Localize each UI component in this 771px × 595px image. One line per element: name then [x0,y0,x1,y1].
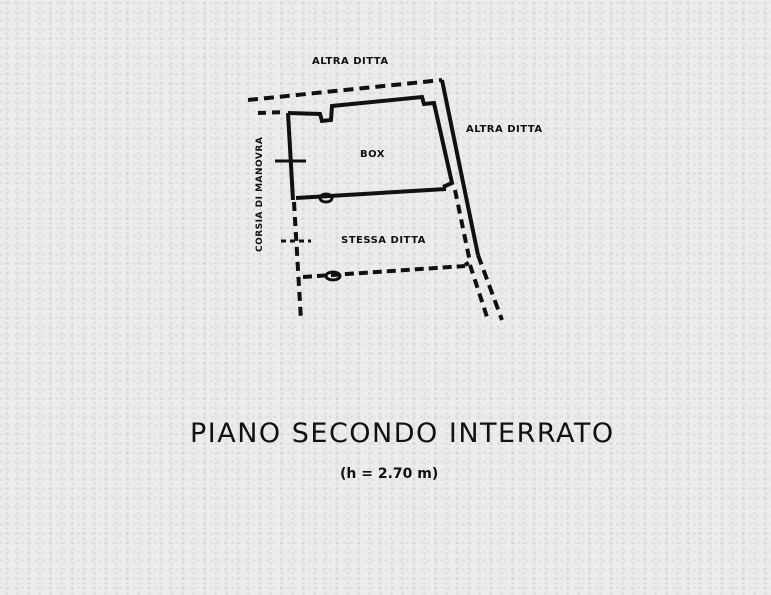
label-altra-ditta-right: ALTRA DITTA [466,124,543,135]
column-marker [318,192,334,204]
label-altra-ditta-top: ALTRA DITTA [312,56,389,67]
label-box: BOX [360,149,385,160]
inner-dashed-top [257,110,287,115]
box-left-wall [286,112,295,201]
label-stessa-ditta: STESSA DITTA [341,235,426,246]
stessa-left-dashed [292,201,303,321]
box-walls [287,94,455,189]
plan-title: PIANO SECONDO INTERRATO [190,418,615,449]
column-marker [324,270,342,282]
boundary-dashed-top [247,78,443,102]
boundary-dashed-right [476,254,504,321]
stessa-right-dashed-2 [468,264,490,321]
boundary-solid-right [440,79,480,256]
stessa-right-dashed [453,189,473,267]
height-note: (h = 2.70 m) [340,466,439,482]
label-corsia-di-manovra: CORSIA DI MANOVRA [255,136,265,252]
box-bottom-wall [295,187,447,200]
